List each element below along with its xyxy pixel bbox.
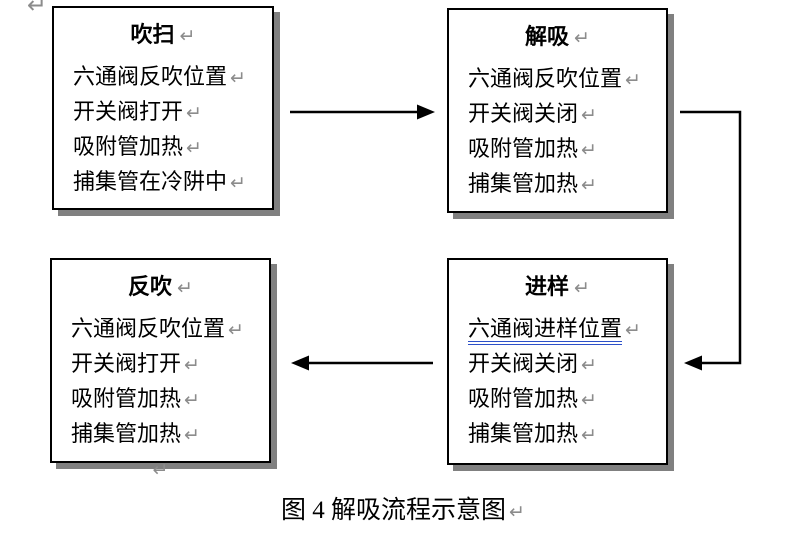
return-mark-icon: ↵ bbox=[186, 137, 202, 159]
return-mark-icon: ↵ bbox=[625, 319, 641, 341]
box-line: 捕集管加热↵ bbox=[71, 417, 269, 452]
box-body: 六通阀反吹位置↵ 开关阀关闭↵ 吸附管加热↵ 捕集管加热↵ bbox=[449, 62, 666, 202]
figure-caption: 图 4 解吸流程示意图 bbox=[281, 497, 507, 524]
line-text: 捕集管加热 bbox=[468, 421, 579, 446]
box-body: 六通阀反吹位置↵ 开关阀打开↵ 吸附管加热↵ 捕集管在冷阱中↵ bbox=[54, 60, 272, 200]
arrow-purge-to-desorb[interactable] bbox=[290, 104, 435, 120]
box-line: 吸附管加热↵ bbox=[71, 382, 269, 417]
line-text: 吸附管加热 bbox=[73, 134, 184, 159]
line-text: 捕集管加热 bbox=[71, 421, 182, 446]
flowchart-box-inject[interactable]: 进样↵ 六通阀进样位置↵ 开关阀关闭↵ 吸附管加热↵ 捕集管加热↵ bbox=[447, 258, 668, 465]
return-mark-icon: ↵ bbox=[574, 277, 590, 299]
line-text: 开关阀关闭 bbox=[468, 101, 579, 126]
box-title: 进样 bbox=[525, 274, 570, 299]
flowchart-box-desorb[interactable]: 解吸↵ 六通阀反吹位置↵ 开关阀关闭↵ 吸附管加热↵ 捕集管加热↵ bbox=[447, 8, 668, 213]
return-mark-icon: ↵ bbox=[184, 389, 200, 411]
return-mark-icon: ↵ bbox=[581, 389, 597, 411]
line-text: 开关阀打开 bbox=[71, 351, 182, 376]
line-text: 吸附管加热 bbox=[468, 386, 579, 411]
flowchart-box-backflush[interactable]: 反吹↵ 六通阀反吹位置↵ 开关阀打开↵ 吸附管加热↵ 捕集管加热↵ ↵ bbox=[50, 258, 271, 481]
line-text: 六通阀反吹位置 bbox=[73, 64, 228, 89]
line-text: 六通阀反吹位置 bbox=[468, 66, 623, 91]
box-title-row: 解吸↵ bbox=[449, 22, 666, 53]
return-mark-icon: ↵ bbox=[152, 459, 169, 481]
flowchart-box-purge[interactable]: 吹扫↵ 六通阀反吹位置↵ 开关阀打开↵ 吸附管加热↵ 捕集管在冷阱中↵ bbox=[52, 6, 274, 210]
box-line: 六通阀反吹位置↵ bbox=[73, 60, 272, 95]
box-title: 解吸 bbox=[525, 24, 570, 49]
box-line: 开关阀关闭↵ bbox=[468, 97, 666, 132]
return-mark-icon: ↵ bbox=[230, 67, 246, 89]
box-title: 吹扫 bbox=[130, 22, 175, 47]
line-text: 开关阀打开 bbox=[73, 99, 184, 124]
return-mark-icon: ↵ bbox=[27, 0, 48, 19]
return-mark-icon: ↵ bbox=[184, 424, 200, 446]
box-body: 六通阀进样位置↵ 开关阀关闭↵ 吸附管加热↵ 捕集管加热↵ bbox=[449, 312, 666, 452]
empty-line: ↵ bbox=[71, 452, 269, 487]
figure-caption-row: 图 4 解吸流程示意图↵ bbox=[0, 494, 806, 529]
return-mark-icon: ↵ bbox=[574, 27, 590, 49]
return-mark-icon: ↵ bbox=[581, 354, 597, 376]
return-mark-icon: ↵ bbox=[581, 139, 597, 161]
return-mark-icon: ↵ bbox=[186, 102, 202, 124]
box-line: 捕集管加热↵ bbox=[468, 167, 666, 202]
line-text: 开关阀关闭 bbox=[468, 351, 579, 376]
return-mark-icon: ↵ bbox=[228, 319, 244, 341]
line-text-grammar-underlined: 六通阀进样位置 bbox=[468, 316, 623, 345]
box-line: 开关阀打开↵ bbox=[73, 95, 272, 130]
box-line: 开关阀关闭↵ bbox=[468, 347, 666, 382]
return-mark-icon: ↵ bbox=[581, 424, 597, 446]
box-line: 六通阀进样位置↵ bbox=[468, 312, 666, 347]
line-text: 捕集管在冷阱中 bbox=[73, 169, 228, 194]
box-title-row: 吹扫↵ bbox=[54, 20, 272, 51]
return-mark-icon: ↵ bbox=[177, 277, 193, 299]
box-title: 反吹 bbox=[128, 274, 173, 299]
return-mark-icon: ↵ bbox=[230, 172, 246, 194]
box-line: 吸附管加热↵ bbox=[468, 132, 666, 167]
line-text: 捕集管加热 bbox=[468, 171, 579, 196]
arrow-inject-to-backflush[interactable] bbox=[291, 355, 433, 371]
line-text: 六通阀反吹位置 bbox=[71, 316, 226, 341]
return-mark-icon: ↵ bbox=[581, 174, 597, 196]
return-mark-icon: ↵ bbox=[625, 69, 641, 91]
box-title-row: 反吹↵ bbox=[52, 272, 269, 303]
box-line: 捕集管在冷阱中↵ bbox=[73, 165, 272, 200]
box-body: 六通阀反吹位置↵ 开关阀打开↵ 吸附管加热↵ 捕集管加热↵ ↵ bbox=[52, 312, 269, 487]
box-line: 六通阀反吹位置↵ bbox=[468, 62, 666, 97]
return-mark-icon: ↵ bbox=[184, 354, 200, 376]
return-mark-icon: ↵ bbox=[179, 25, 196, 47]
box-line: 捕集管加热↵ bbox=[468, 417, 666, 452]
line-text: 吸附管加热 bbox=[71, 386, 182, 411]
line-text: 吸附管加热 bbox=[468, 136, 579, 161]
arrow-desorb-to-inject[interactable] bbox=[680, 110, 742, 371]
return-mark-icon: ↵ bbox=[581, 104, 597, 126]
box-line: 吸附管加热↵ bbox=[73, 130, 272, 165]
box-title-row: 进样↵ bbox=[449, 272, 666, 303]
return-mark-icon: ↵ bbox=[509, 501, 525, 523]
box-line: 开关阀打开↵ bbox=[71, 347, 269, 382]
box-line: 吸附管加热↵ bbox=[468, 382, 666, 417]
box-line: 六通阀反吹位置↵ bbox=[71, 312, 269, 347]
